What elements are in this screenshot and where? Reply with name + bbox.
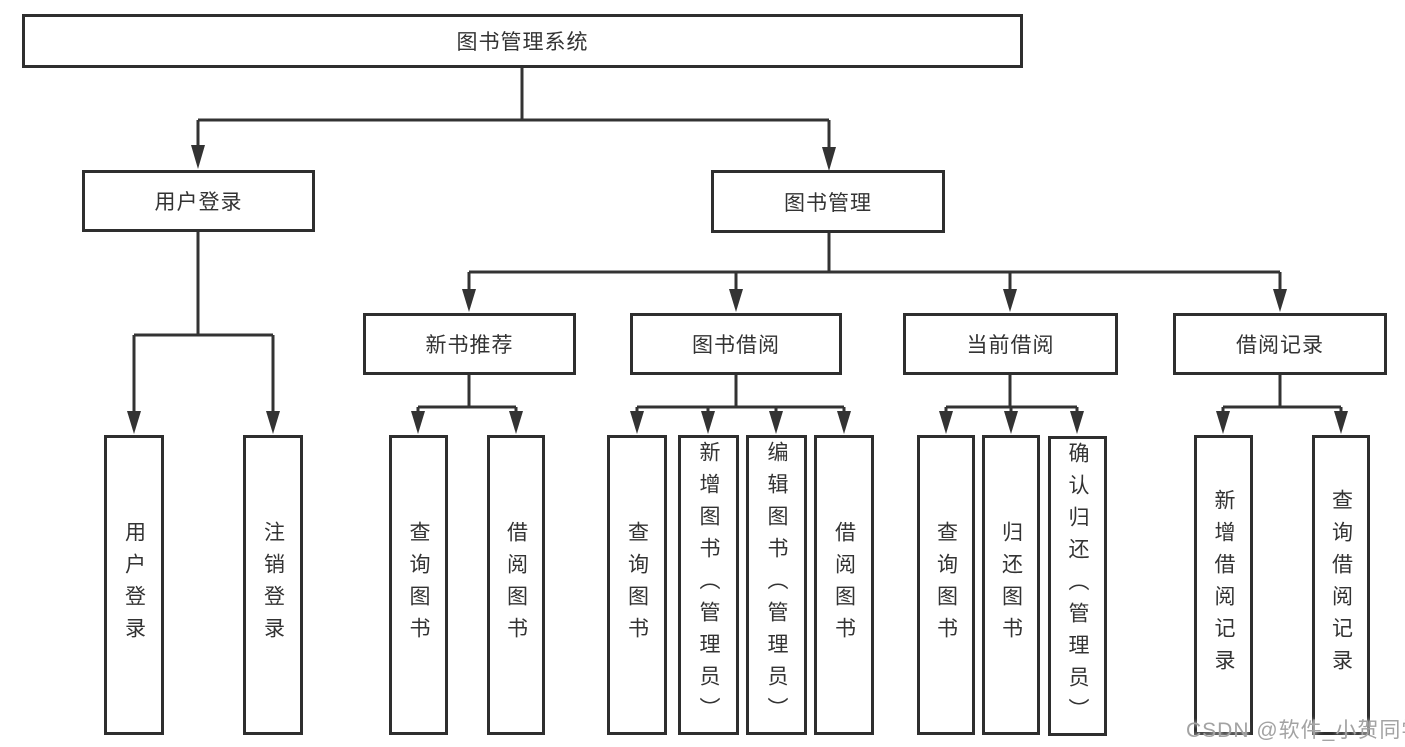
node-library-management-system: 图书管理系统 bbox=[22, 14, 1023, 68]
node-new-book-recommend: 新书推荐 bbox=[363, 313, 576, 375]
connector-user-login-branch bbox=[127, 232, 280, 434]
node-search-borrow-record: 查询借阅记录 bbox=[1312, 435, 1370, 735]
node-book-management: 图书管理 bbox=[711, 170, 945, 233]
connector-borrow-record-branch bbox=[1216, 375, 1348, 434]
node-search-books-borrow: 查询图书 bbox=[607, 435, 667, 735]
node-return-books: 归还图书 bbox=[982, 435, 1040, 735]
node-current-borrow: 当前借阅 bbox=[903, 313, 1118, 375]
node-user-login: 用户登录 bbox=[82, 170, 315, 232]
node-add-borrow-record: 新增借阅记录 bbox=[1194, 435, 1253, 735]
node-borrow-records: 借阅记录 bbox=[1173, 313, 1387, 375]
node-edit-books-admin: 编辑图书（管理员） bbox=[746, 435, 807, 735]
node-search-books-current: 查询图书 bbox=[917, 435, 975, 735]
node-add-books-admin: 新增图书（管理员） bbox=[678, 435, 739, 735]
node-borrow-books-action: 借阅图书 bbox=[814, 435, 874, 735]
node-borrow-books-recommend: 借阅图书 bbox=[487, 435, 545, 735]
node-logout-action: 注销登录 bbox=[243, 435, 303, 735]
node-confirm-return-admin: 确认归还（管理员） bbox=[1048, 436, 1107, 736]
connector-root-to-level2 bbox=[191, 68, 836, 171]
connector-book-management-branch bbox=[462, 233, 1287, 312]
connector-new-book-branch bbox=[411, 375, 523, 434]
node-search-books-recommend: 查询图书 bbox=[389, 435, 448, 735]
node-user-login-action: 用户登录 bbox=[104, 435, 164, 735]
connector-book-borrow-branch bbox=[630, 375, 851, 434]
node-book-borrow: 图书借阅 bbox=[630, 313, 842, 375]
watermark: CSDN @软件_小贺同学 bbox=[1186, 719, 1405, 742]
connector-current-borrow-branch bbox=[939, 375, 1084, 434]
